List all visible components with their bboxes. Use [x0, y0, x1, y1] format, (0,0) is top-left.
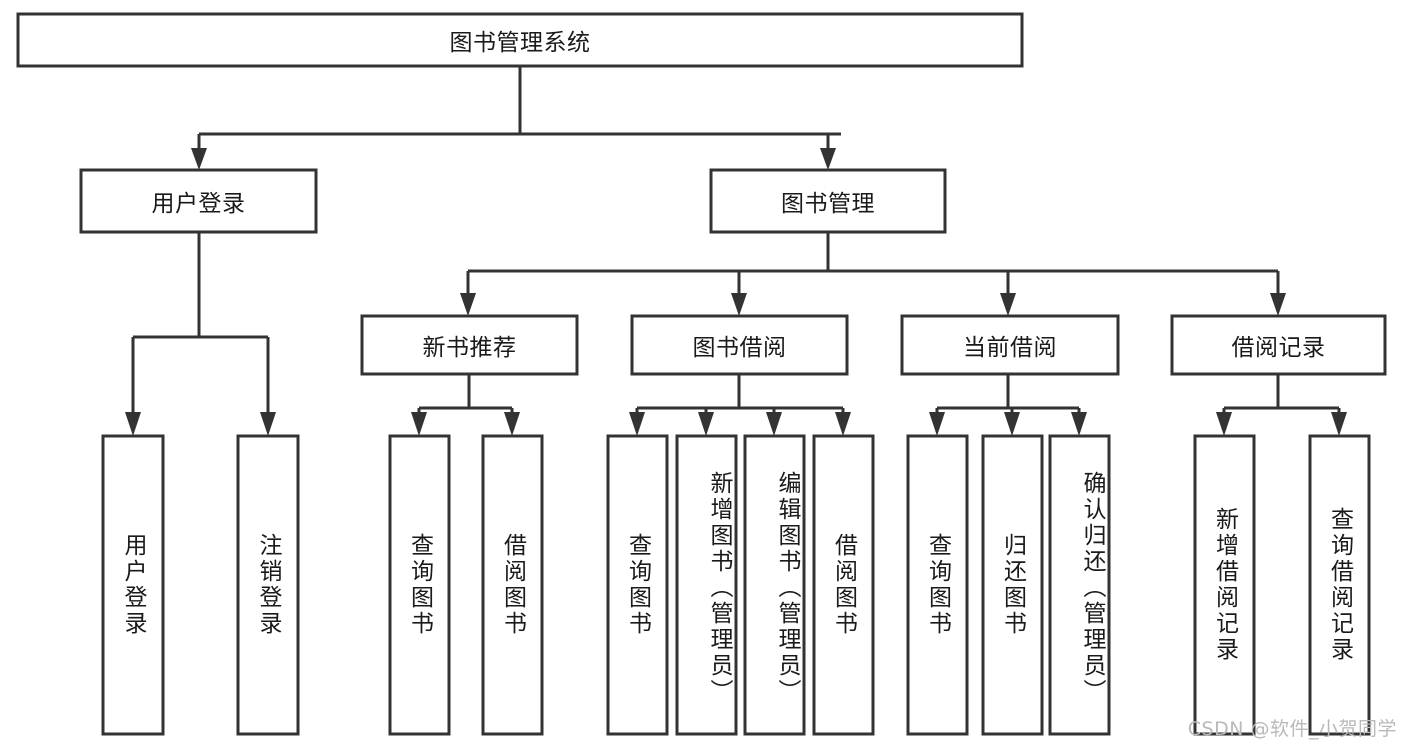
node-box-leaf-10[interactable] — [1048, 434, 1111, 736]
node-box-borrow-record[interactable] — [1170, 314, 1387, 376]
connector-new-book-to-leaves — [411, 374, 520, 436]
node-box-leaf-0[interactable] — [101, 434, 165, 736]
node-box-leaf-4[interactable] — [606, 434, 669, 736]
node-box-leaf-8[interactable] — [906, 434, 969, 736]
connector-borrow-record-to-leaves — [1216, 374, 1347, 436]
node-box-book-borrow[interactable] — [630, 314, 849, 376]
connector-current-borrow-to-leaves — [929, 374, 1087, 436]
connector-book-mgmt-to-level3 — [460, 232, 1286, 316]
node-box-leaf-3[interactable] — [481, 434, 544, 736]
watermark: CSDN @软件_小贺同学 — [1187, 718, 1397, 740]
connector-root-to-level2 — [191, 66, 841, 170]
node-box-root[interactable] — [16, 12, 1024, 68]
node-box-new-book-recommend[interactable] — [360, 314, 579, 376]
node-box-leaf-2[interactable] — [388, 434, 451, 736]
node-box-book-management[interactable] — [709, 168, 947, 234]
node-box-leaf-5[interactable] — [675, 434, 738, 736]
connector-book-borrow-to-leaves — [629, 374, 851, 436]
node-box-leaf-6[interactable] — [743, 434, 806, 736]
node-box-leaf-11[interactable] — [1193, 434, 1256, 736]
node-box-leaf-9[interactable] — [981, 434, 1044, 736]
node-box-leaf-12[interactable] — [1308, 434, 1371, 736]
node-box-user-login[interactable] — [79, 168, 318, 234]
node-box-current-borrow[interactable] — [900, 314, 1120, 376]
connector-user-login-to-leaves — [125, 232, 276, 436]
node-box-leaf-7[interactable] — [812, 434, 875, 736]
node-box-leaf-1[interactable] — [236, 434, 300, 736]
